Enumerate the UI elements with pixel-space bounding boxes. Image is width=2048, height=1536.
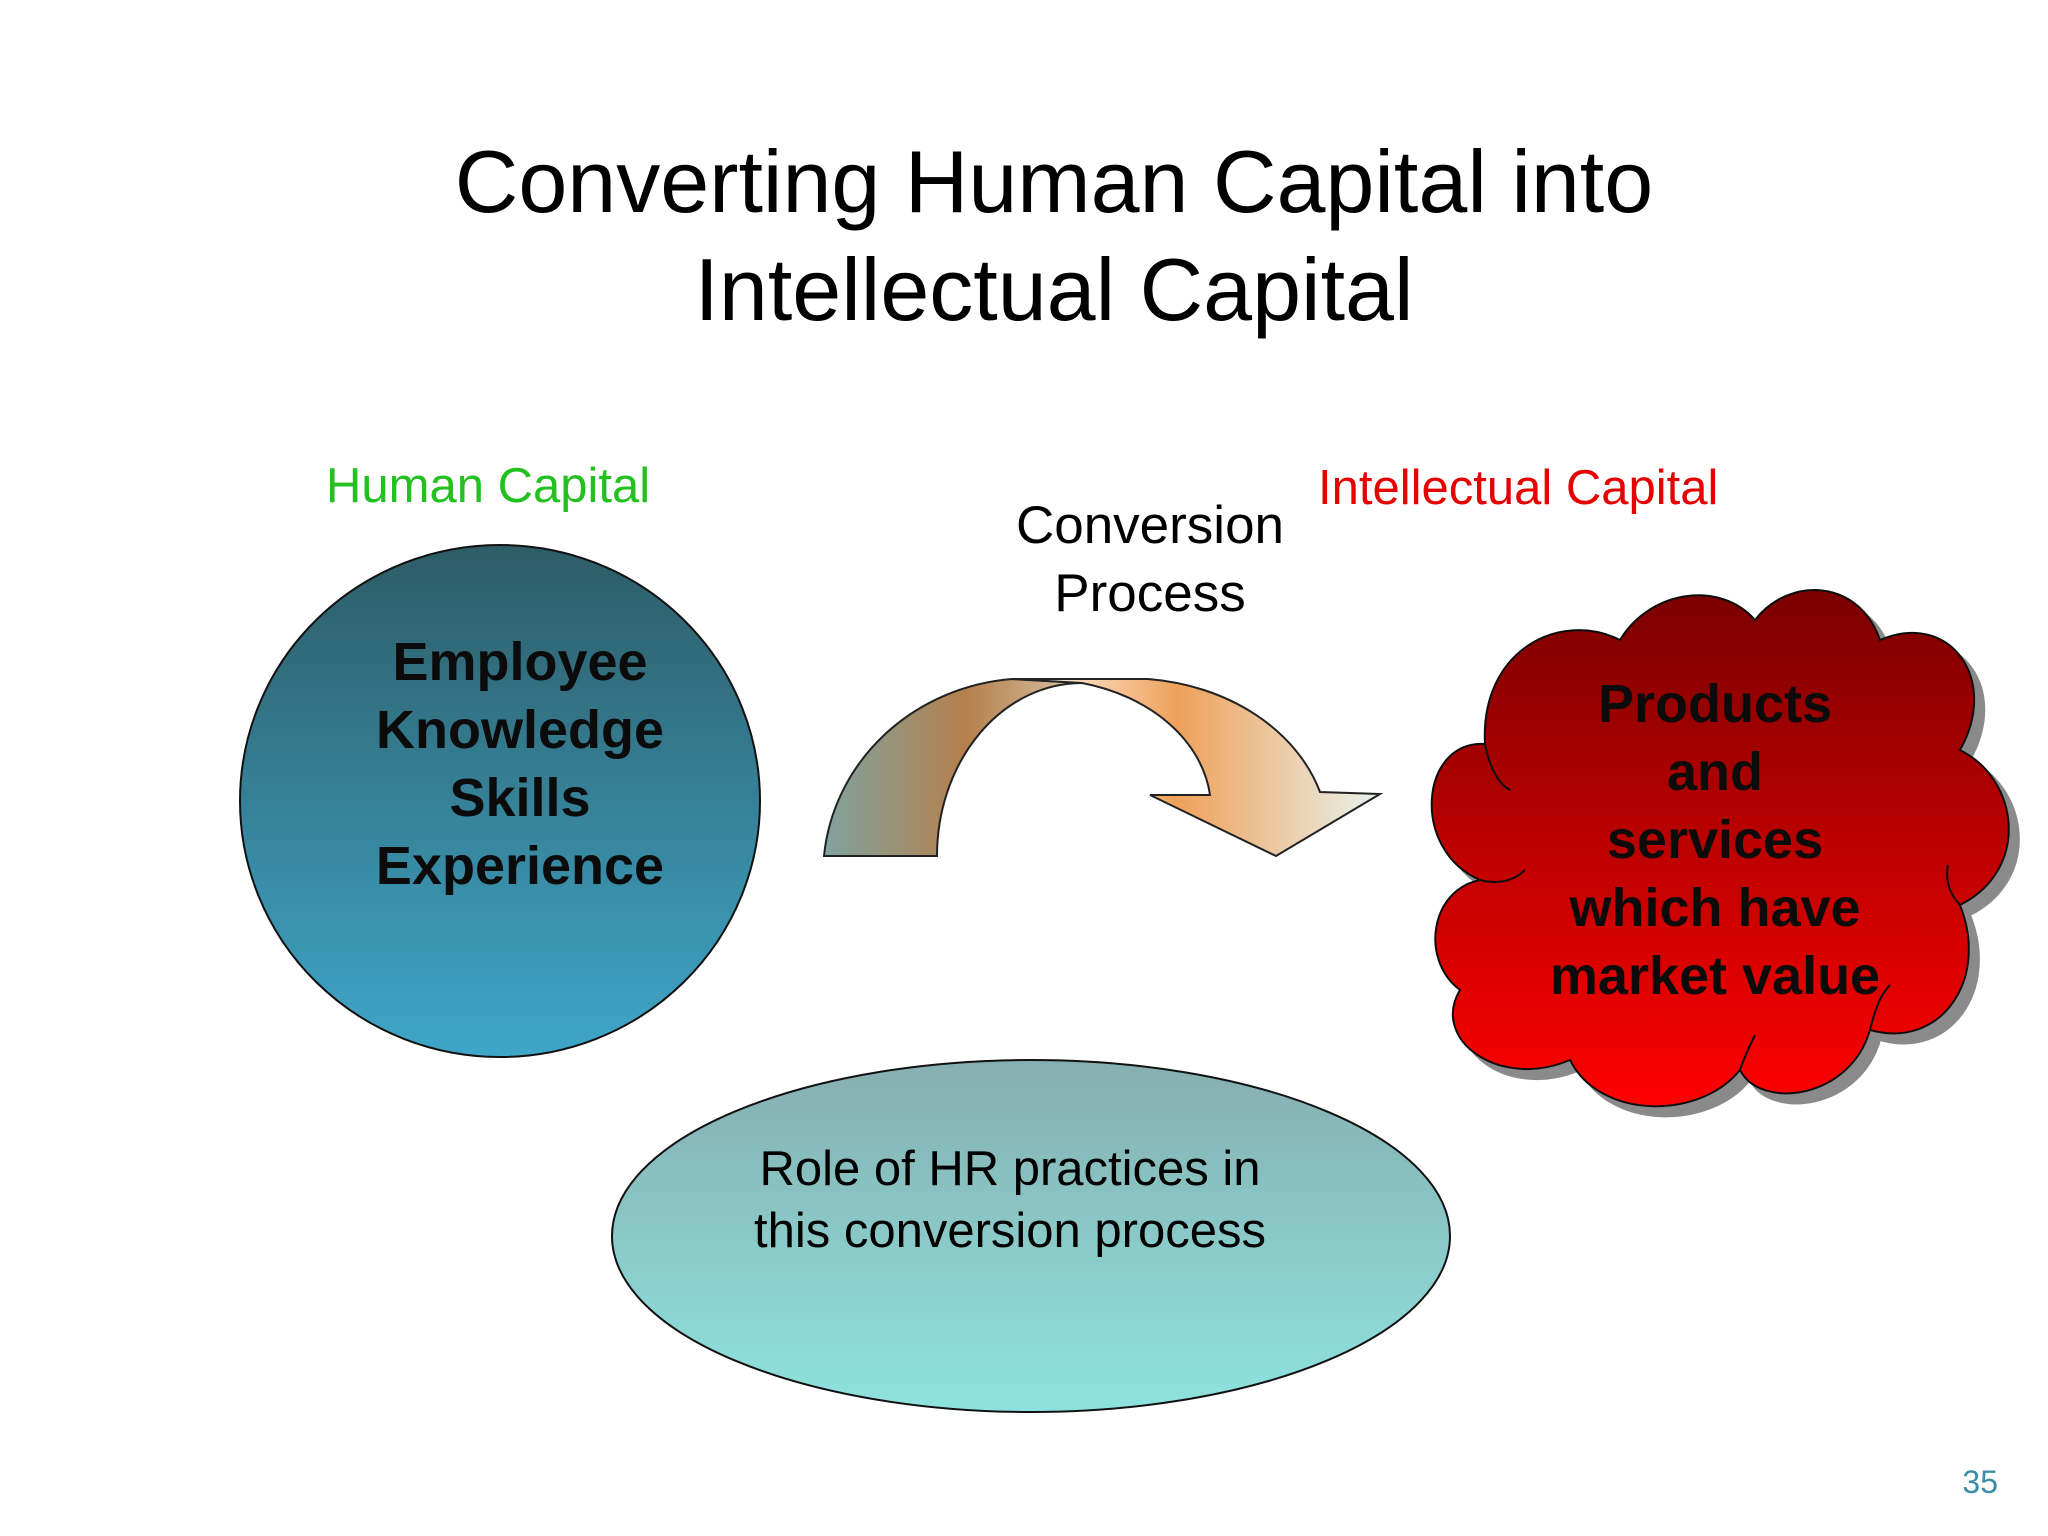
hr-text-line2: this conversion process: [753, 1204, 1266, 1258]
circle-line-4: Experience: [375, 836, 665, 896]
slide-number: 35: [1962, 1464, 1998, 1500]
conversion-label-line2: Process: [1054, 564, 1246, 623]
conversion-process-label: Conversion Process: [970, 492, 1330, 628]
circle-line-2: Knowledge: [375, 700, 664, 760]
conversion-label-line1: Conversion: [1015, 496, 1285, 555]
cloud-line-1: Products: [1597, 674, 1833, 734]
cloud-line-5: market value: [1549, 946, 1881, 1006]
human-capital-label: Human Capital: [326, 459, 651, 513]
slide-title-line2: Intellectual Capital: [694, 240, 1414, 339]
circle-line-1: Employee: [392, 632, 648, 692]
slide-title-line1: Converting Human Capital into: [454, 132, 1654, 231]
intellectual-capital-cloud-text: Products and services which have market …: [1500, 670, 1930, 1010]
slide-title: Converting Human Capital into Intellectu…: [274, 128, 1834, 344]
circle-line-3: Skills: [449, 768, 591, 828]
conversion-arrow-right-leg: [1011, 678, 1384, 858]
human-capital-circle-text: Employee Knowledge Skills Experience: [300, 628, 740, 900]
cloud-line-3: services: [1606, 810, 1824, 870]
cloud-line-4: which have: [1569, 878, 1861, 938]
human-capital-circle: [239, 544, 761, 1058]
hr-text-line1: Role of HR practices in: [759, 1142, 1261, 1196]
conversion-arrow-left-leg: [822, 677, 1083, 857]
hr-practices-ellipse: [611, 1059, 1451, 1413]
intellectual-capital-label: Intellectual Capital: [1318, 461, 1719, 515]
cloud-line-2: and: [1666, 742, 1763, 802]
hr-practices-text: Role of HR practices in this conversion …: [620, 1138, 1400, 1262]
intellectual-capital-cloud: [1430, 589, 2010, 1108]
